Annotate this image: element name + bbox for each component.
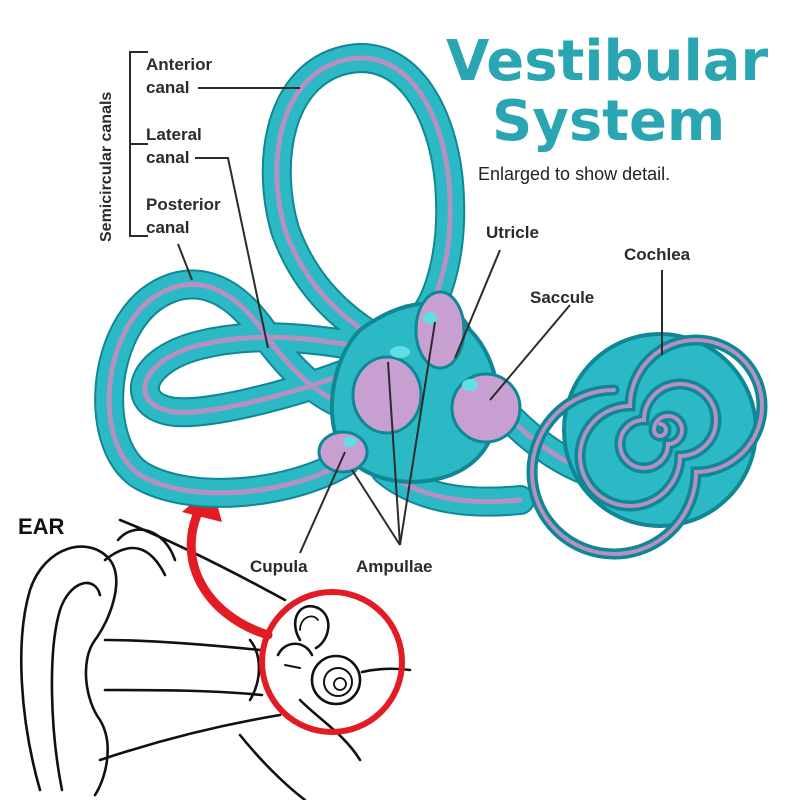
saccule-label: Saccule [530,288,595,307]
cupula-label: Cupula [250,557,308,576]
cochlea-spiral [530,338,764,556]
highlight-2 [390,346,410,358]
leader-utricle [454,249,501,359]
cochlea-shape [526,332,768,560]
skull-line-2 [98,713,282,762]
anterior-label-line-1: Anterior [146,55,213,74]
leader-posterior [177,243,193,281]
leader-ampullae-2 [399,321,436,546]
utricle-label: Utricle [486,223,539,242]
ear-canal-top [103,638,262,652]
mini-nerve [360,667,412,674]
anterior-label-line-2: canal [146,77,190,97]
ear-label: EAR [18,514,65,539]
highlight-4 [343,437,357,447]
highlight-3 [462,379,478,391]
ear-illustration [19,518,412,800]
ampullae-label: Ampullae [356,557,433,576]
anterior-canal-label: Anterior canal [146,54,212,100]
mini-ossicle [284,664,301,669]
cochlea-label: Cochlea [624,245,691,264]
ear-fold [50,581,102,792]
outer-ear-outline [19,545,118,797]
lateral-label-line-1: Lateral [146,125,202,144]
vestibule [317,290,522,484]
lateral-label-line-2: canal [146,147,190,167]
leader-saccule [489,304,571,401]
mini-canal-2 [276,642,314,657]
cupula-bulb [317,430,369,474]
ampulla-bulb [351,355,423,435]
leader-lines [177,87,663,554]
title-line-2: System [492,89,726,154]
utricle-bulb [414,290,466,370]
leader-cupula [299,451,346,554]
posterior-label-line-1: Posterior [146,195,221,214]
ear-rim [116,528,177,562]
jaw-line [238,733,307,800]
posterior-canal-label: Posterior canal [146,194,221,240]
ear-top [103,546,167,577]
semicircular-canals-label: Semicircular canals [98,91,115,242]
posterior-label-line-2: canal [146,217,190,237]
lateral-canal-label: Lateral canal [146,124,202,170]
mini-canal-inner [299,615,319,631]
leader-lateral [195,157,269,349]
zoom-circle [259,589,405,735]
mini-canal-1 [294,605,330,650]
highlight-1 [423,312,437,324]
eardrum [248,638,261,702]
mini-tube [298,698,362,762]
saccule-bulb [450,372,522,444]
zoom-arrow [186,503,273,640]
title-line-1: Vestibular [446,29,769,94]
mini-cochlea-inner [323,667,353,697]
mini-cochlea [310,654,362,706]
subtitle: Enlarged to show detail. [478,164,671,184]
ear-canal-bottom [103,688,264,697]
mini-cochlea-core [333,677,347,691]
skull-line-1 [118,518,287,602]
